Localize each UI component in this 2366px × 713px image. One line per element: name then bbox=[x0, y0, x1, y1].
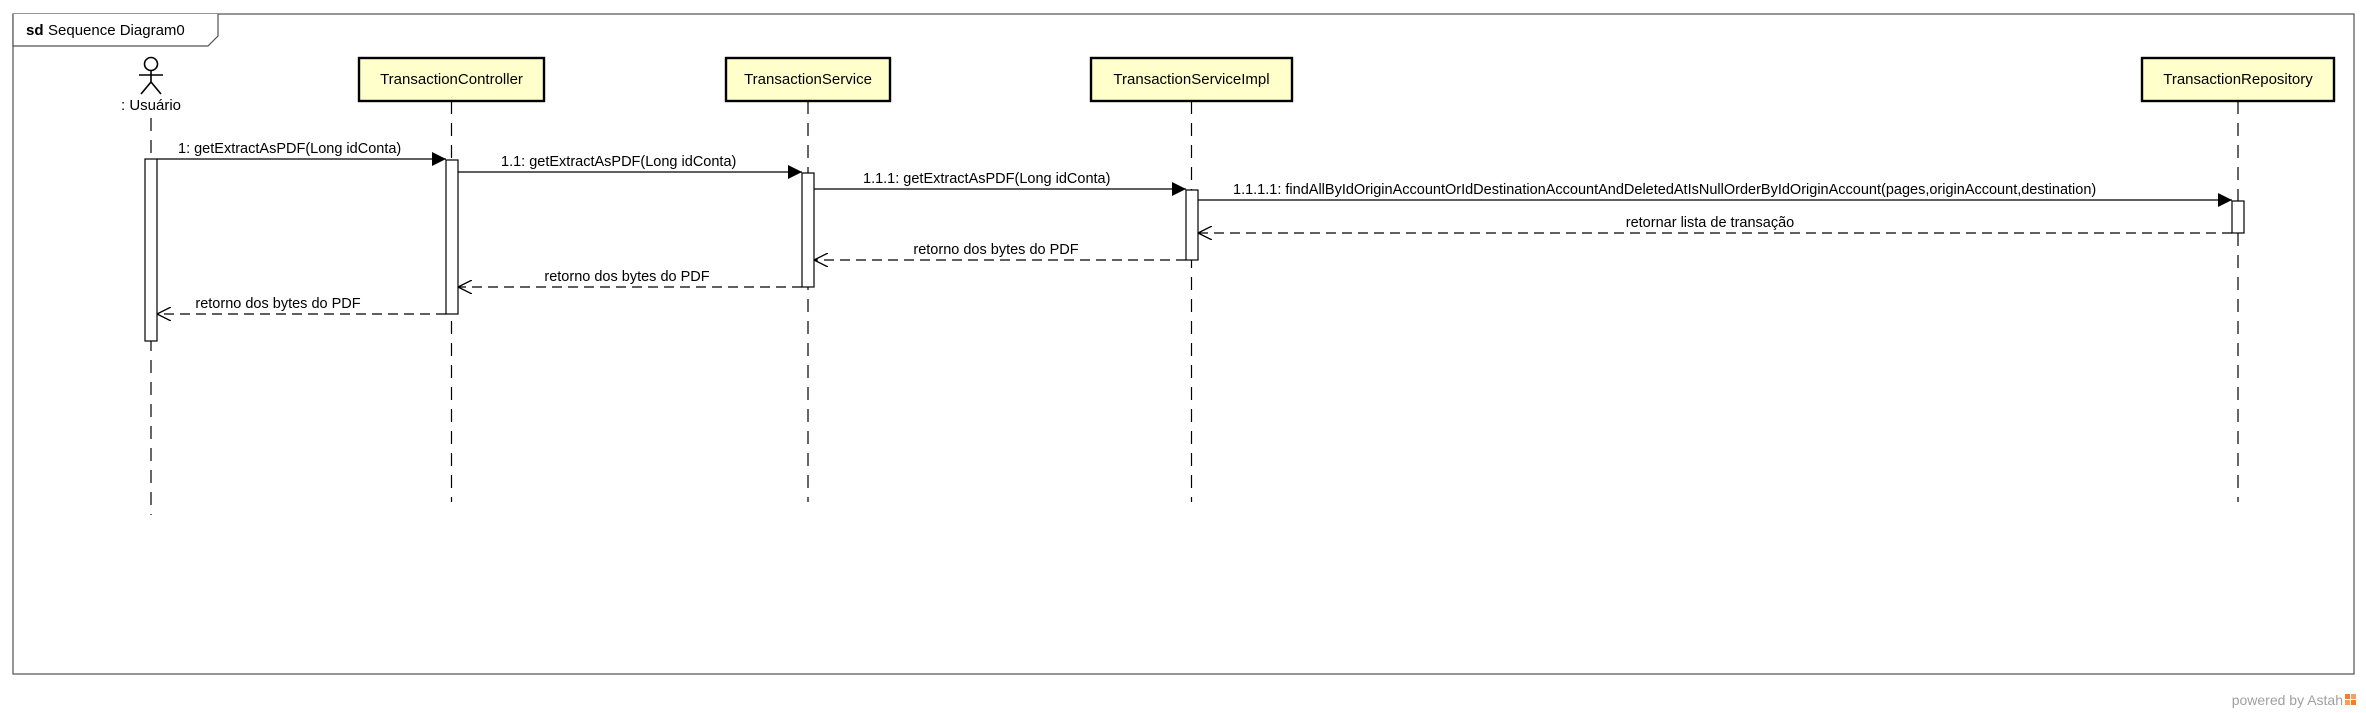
message-label: retorno dos bytes do PDF bbox=[544, 269, 709, 285]
activation-repository bbox=[2231, 200, 2245, 234]
activation-controller bbox=[445, 159, 459, 315]
return-bytes-service[interactable]: retorno dos bytes do PDF bbox=[458, 269, 802, 287]
message-label: 1.1.1.1: findAllByIdOriginAccountOrIdDes… bbox=[1233, 182, 2096, 198]
frame-title: Sequence Diagram0 bbox=[48, 22, 185, 39]
actor-usuario[interactable]: : Usuário bbox=[121, 56, 181, 115]
actor-label: : Usuário bbox=[121, 97, 181, 114]
activation-bars bbox=[144, 158, 2245, 342]
message-label: retorno dos bytes do PDF bbox=[913, 242, 1078, 258]
lifeline-impl[interactable]: TransactionServiceImpl bbox=[1089, 56, 1294, 103]
diagram-frame: sd Sequence Diagram0 bbox=[12, 13, 2355, 675]
astah-logo-icon bbox=[2345, 694, 2356, 705]
message-label: retorno dos bytes do PDF bbox=[195, 296, 360, 312]
message-label: 1.1: getExtractAsPDF(Long idConta) bbox=[501, 154, 736, 170]
stick-figure-icon bbox=[139, 56, 163, 95]
astah-watermark: powered by Astah bbox=[2232, 692, 2356, 708]
lifeline-label: TransactionServiceImpl bbox=[1113, 71, 1269, 88]
lifeline-label: TransactionService bbox=[744, 71, 872, 88]
lifeline-controller[interactable]: TransactionController bbox=[357, 56, 546, 103]
activation-service bbox=[801, 172, 815, 288]
lifeline-label: TransactionController bbox=[380, 71, 523, 88]
message-label: retornar lista de transação bbox=[1626, 215, 1794, 231]
message-label: 1: getExtractAsPDF(Long idConta) bbox=[178, 141, 401, 157]
lifeline-head bbox=[2140, 56, 2336, 103]
watermark-text: powered by Astah bbox=[2232, 692, 2343, 708]
activation-usuario bbox=[144, 158, 158, 342]
message-1-1-1[interactable]: 1.1.1: getExtractAsPDF(Long idConta) bbox=[814, 171, 1186, 196]
lifeline-label: TransactionRepository bbox=[2163, 71, 2313, 88]
lifeline-head bbox=[357, 56, 546, 103]
activation-impl bbox=[1185, 189, 1199, 261]
frame-border bbox=[12, 13, 2355, 675]
return-bytes-controller[interactable]: retorno dos bytes do PDF bbox=[157, 296, 446, 314]
message-1-1-1-1[interactable]: 1.1.1.1: findAllByIdOriginAccountOrIdDes… bbox=[1198, 182, 2232, 207]
message-label: 1.1.1: getExtractAsPDF(Long idConta) bbox=[863, 171, 1110, 187]
message-1-1[interactable]: 1.1: getExtractAsPDF(Long idConta) bbox=[458, 154, 802, 179]
return-lista-transacao[interactable]: retornar lista de transação bbox=[1198, 215, 2232, 233]
lifeline-repository[interactable]: TransactionRepository bbox=[2140, 56, 2336, 103]
message-1[interactable]: 1: getExtractAsPDF(Long idConta) bbox=[157, 141, 446, 166]
return-bytes-impl[interactable]: retorno dos bytes do PDF bbox=[814, 242, 1186, 260]
frame-tab bbox=[12, 14, 219, 47]
lifeline-head bbox=[724, 56, 892, 103]
frame-keyword: sd bbox=[26, 22, 44, 39]
lifeline-service[interactable]: TransactionService bbox=[724, 56, 892, 103]
